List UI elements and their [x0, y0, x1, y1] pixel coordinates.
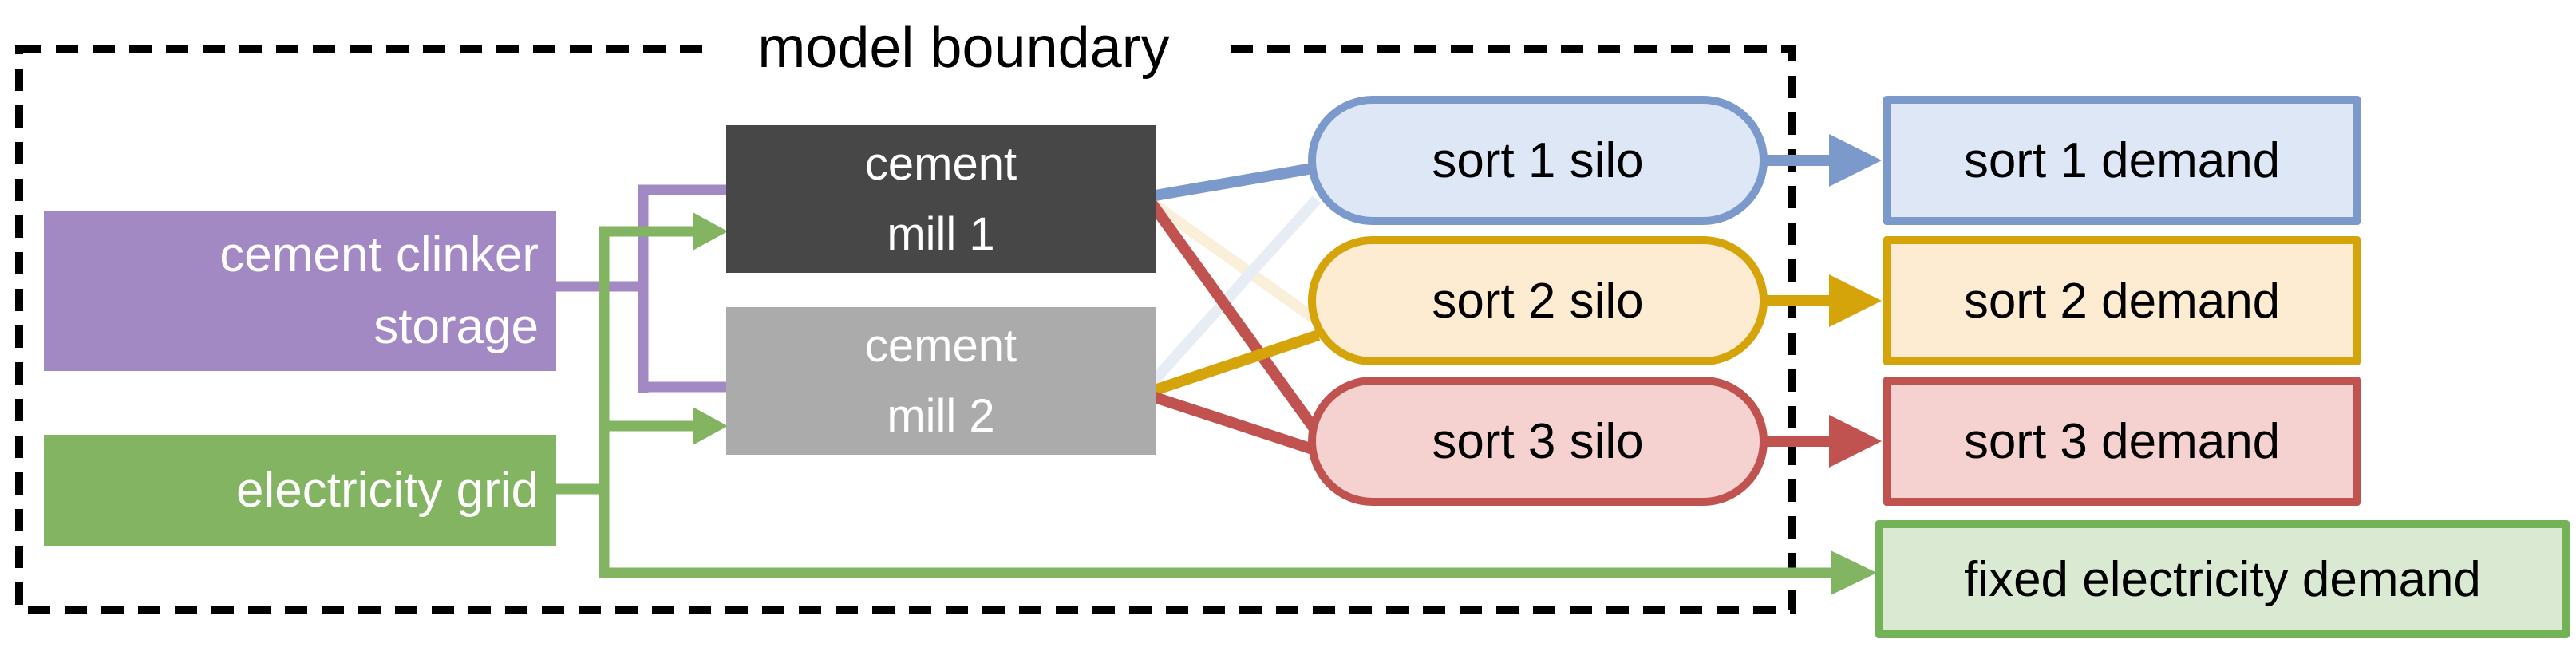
- edge-mill1-silo3: [1148, 200, 1326, 443]
- node-sort-2-silo: sort 2 silo: [1308, 236, 1768, 365]
- node-sort-1-demand: sort 1 demand: [1883, 96, 2361, 225]
- node-label-line: mill 1: [887, 207, 995, 260]
- node-label-line: cement: [864, 319, 1017, 372]
- node-cement-mill-2: cement mill 2: [726, 307, 1156, 455]
- edge-silo3-demand3: [1762, 415, 1882, 468]
- edge-mill1-silo1: [1149, 160, 1328, 202]
- edge-faint-links: [1149, 195, 1322, 385]
- node-sort-3-demand: sort 3 demand: [1883, 377, 2361, 506]
- node-label: sort 2 demand: [1963, 273, 2281, 329]
- node-sort-3-silo: sort 3 silo: [1308, 377, 1768, 506]
- node-cement-clinker-storage: cement clinker storage: [44, 211, 556, 371]
- node-electricity-grid: electricity grid: [44, 435, 556, 546]
- edge-mill2-silo1: [1149, 195, 1322, 385]
- node-label: sort 1 silo: [1432, 132, 1644, 188]
- edge-mill2-silo2: [1150, 329, 1321, 397]
- edge-mill2-silo3: [1150, 391, 1327, 459]
- node-label: sort 3 silo: [1432, 413, 1644, 469]
- edge-mill1-silo2: [1150, 199, 1319, 324]
- node-label: electricity grid: [236, 463, 539, 518]
- node-label-line: storage: [373, 299, 539, 354]
- node-label-line: cement clinker: [219, 227, 539, 282]
- edge-strong-links: [1148, 160, 1328, 459]
- node-label: sort 3 demand: [1963, 413, 2281, 469]
- node-sort-2-demand: sort 2 demand: [1883, 236, 2361, 365]
- node-sort-1-silo: sort 1 silo: [1308, 96, 1768, 225]
- node-label: sort 2 silo: [1432, 273, 1644, 329]
- node-label: fixed electricity demand: [1964, 551, 2481, 607]
- edge-clinker-to-mills: [556, 184, 728, 393]
- node-label-line: cement: [864, 137, 1017, 190]
- node-cement-mill-1: cement mill 1: [726, 125, 1156, 273]
- edge-silo1-demand1: [1762, 134, 1882, 187]
- node-label: sort 1 demand: [1963, 132, 2281, 188]
- node-fixed-electricity-demand: fixed electricity demand: [1875, 520, 2570, 638]
- edge-grid-to-mills-and-fixed: [556, 212, 1877, 595]
- node-label-line: mill 2: [887, 389, 995, 442]
- model-boundary-label: model boundary: [706, 13, 1221, 83]
- edge-silo2-demand2: [1762, 274, 1882, 327]
